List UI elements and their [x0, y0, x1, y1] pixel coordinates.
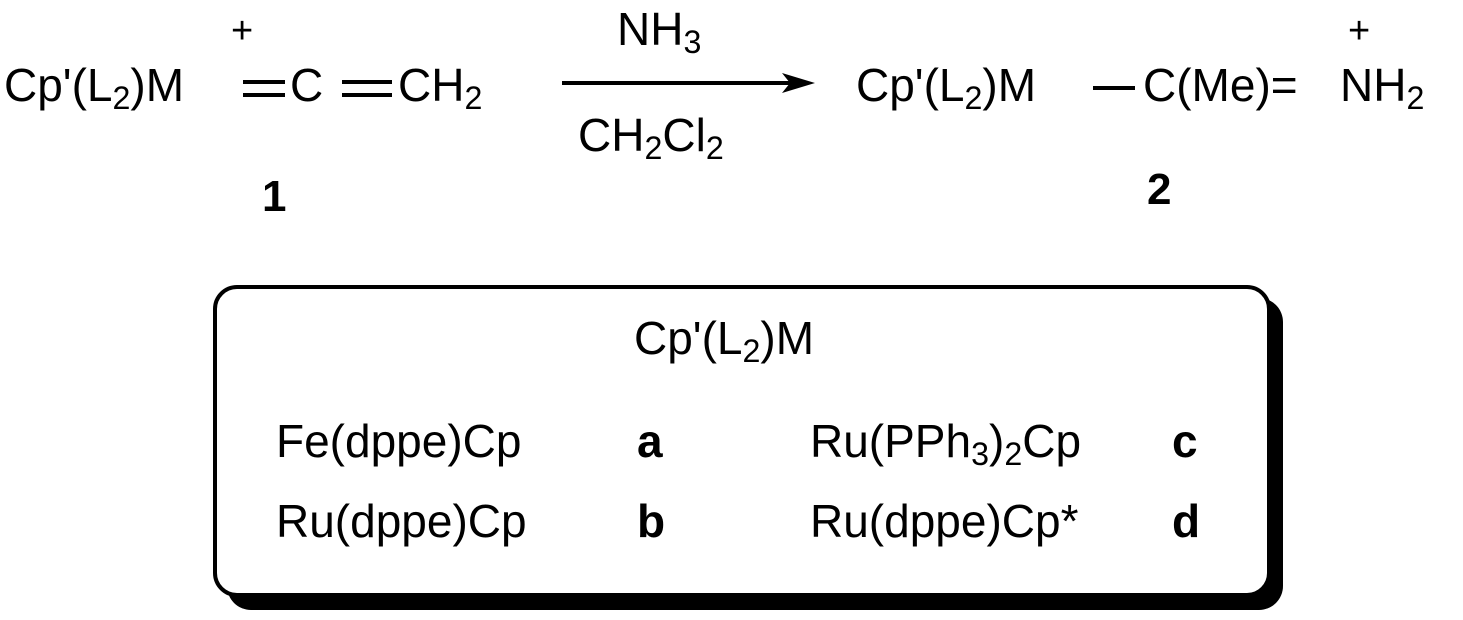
- reagent-nh-subscript: 3: [683, 24, 702, 61]
- reactant-metal-text: )M: [130, 59, 185, 111]
- product-metal-text: )M: [982, 59, 1037, 111]
- product-h-text: H: [1373, 59, 1407, 111]
- legend-entry-c-post: Cp: [1022, 415, 1082, 467]
- legend-entry-c-letter: c: [1172, 415, 1198, 467]
- reactant-l-subscript: 2: [112, 80, 131, 117]
- solvent-cl-subscript: 2: [705, 130, 724, 167]
- reagent-nh-text: NH: [617, 3, 684, 55]
- reactant-alpha-carbon: C: [290, 59, 324, 111]
- reactant-ch-text: CH: [398, 59, 465, 111]
- product-iminium-nitrogen: NH2: [1340, 59, 1424, 114]
- legend-entry-a-letter: a: [637, 415, 663, 467]
- reactant-carbon-carbon-double-bond: [342, 80, 392, 97]
- reactant-metal-carbon-double-bond: [243, 80, 285, 97]
- product-n-text: N: [1340, 59, 1374, 111]
- solvent-dichloromethane: CH2Cl2: [578, 109, 724, 164]
- legend-entry-b-name: Ru(dppe)Cp: [276, 495, 527, 547]
- product-l-subscript: 2: [964, 80, 983, 117]
- legend-entry-c-sub1: 3: [971, 436, 989, 473]
- legend-entry-d-letter: d: [1172, 495, 1201, 547]
- legend-entry-a-name: Fe(dppe)Cp: [276, 415, 522, 467]
- legend-entry-c-sub2: 2: [1004, 436, 1023, 473]
- legend-entry-d-name: Ru(dppe)Cp*: [810, 495, 1079, 547]
- compound-label-1: 1: [262, 172, 287, 221]
- reactant-h-subscript: 2: [464, 80, 483, 117]
- solvent-cl-text: Cl: [662, 109, 706, 161]
- product-cp-text: Cp'(L: [856, 59, 965, 111]
- compound-label-2: 2: [1147, 165, 1172, 214]
- reagent-ammonia: NH3: [617, 3, 701, 58]
- legend-header-cp-text: Cp'(L: [634, 312, 743, 364]
- legend-header-subscript: 2: [742, 333, 761, 370]
- solvent-h-subscript: 2: [644, 130, 663, 167]
- legend-box: [213, 285, 1271, 597]
- legend-header-m-text: )M: [760, 312, 815, 364]
- product-h-subscript: 2: [1406, 80, 1425, 117]
- reactant-terminal-carbon: CH2: [398, 59, 482, 114]
- product-carbon-fragment: C(Me)=: [1143, 59, 1298, 111]
- reactant-cp-text: Cp'(L: [4, 59, 113, 111]
- legend-header: Cp'(L2)M: [634, 312, 815, 367]
- reaction-arrow: [562, 73, 815, 93]
- reactant-metal-fragment: Cp'(L2)M: [4, 59, 185, 114]
- product-positive-charge: +: [1348, 10, 1371, 52]
- legend-entry-c-mid: ): [988, 415, 1005, 467]
- reactant-positive-charge: +: [231, 10, 254, 52]
- product-metal-fragment: Cp'(L2)M: [856, 59, 1037, 114]
- legend-entry-c-name: Ru(PPh3)2Cp: [810, 415, 1082, 470]
- solvent-ch-text: CH: [578, 109, 645, 161]
- legend-entry-b-letter: b: [637, 495, 666, 547]
- legend-entry-c-pre: Ru(PPh: [810, 415, 972, 467]
